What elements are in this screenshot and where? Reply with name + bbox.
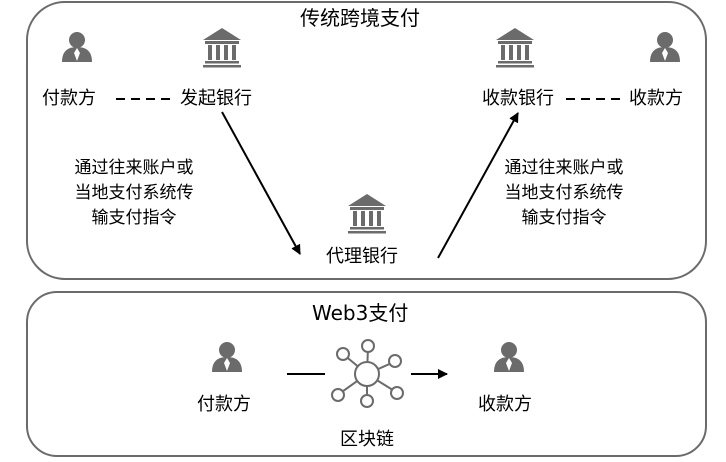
web3-payee-label: 收款方 — [478, 394, 532, 415]
web3-panel — [26, 291, 707, 457]
left-instruction-note: 通过往来账户或当地支付系统传输支付指令 — [74, 158, 194, 228]
blockchain-label: 区块链 — [340, 429, 394, 450]
web3-payer-label: 付款方 — [197, 394, 251, 415]
traditional-title: 传统跨境支付 — [300, 6, 420, 30]
web3-title: Web3支付 — [312, 301, 409, 325]
arrow-to-correspondent — [221, 111, 301, 255]
web3-payee-icon — [494, 342, 524, 372]
originating-bank-icon — [203, 28, 241, 68]
payee-icon — [650, 32, 680, 62]
receiving-bank-label: 收款银行 — [482, 88, 554, 109]
right-instruction-note: 通过往来账户或当地支付系统传输支付指令 — [504, 158, 624, 228]
arrow-to-receiving-bank — [437, 112, 519, 259]
correspondent-bank-icon — [348, 194, 386, 234]
originating-bank-label: 发起银行 — [180, 88, 252, 109]
receiving-bank-icon — [496, 28, 534, 68]
web3-payer-icon — [212, 342, 242, 372]
payer-label: 付款方 — [42, 88, 96, 109]
payer-icon — [62, 32, 92, 62]
payee-label: 收款方 — [629, 88, 683, 109]
correspondent-bank-label: 代理银行 — [326, 246, 398, 267]
blockchain-network-icon — [331, 339, 404, 408]
traditional-panel — [26, 1, 707, 280]
